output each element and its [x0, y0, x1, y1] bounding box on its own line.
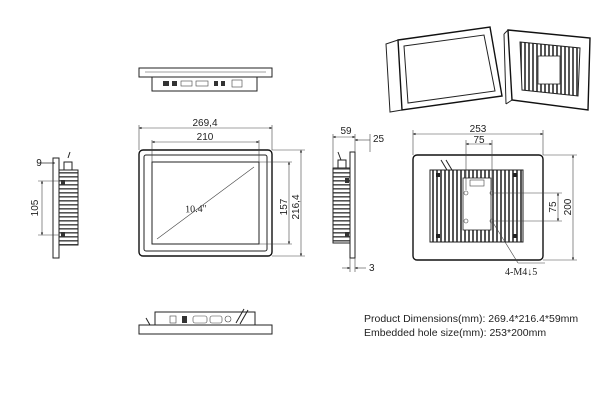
left-side-view: 9 105 [30, 151, 79, 259]
front-width-dim: 269,4 [192, 118, 217, 129]
side-depth-25-dim: 25 [373, 134, 385, 145]
rear-view: 253 75 75 200 4-M4↓5 [412, 124, 577, 278]
perspective-rear-view [503, 29, 591, 111]
right-side-view: 59 25 3 [332, 126, 385, 274]
side-depth-59-dim: 59 [340, 126, 352, 137]
front-inner-width-dim: 210 [197, 132, 214, 143]
side-bottom-3-dim: 3 [369, 263, 375, 274]
embedded-hole-size-text: Embedded hole size(mm): 253*200mm [364, 327, 547, 339]
perspective-front-view [385, 26, 503, 113]
rear-hole-75-horizontal-dim: 75 [473, 135, 485, 146]
bottom-view [138, 308, 273, 335]
front-height-157-dim: 157 [279, 198, 290, 215]
rear-screw-callout: 4-M4↓5 [505, 267, 537, 278]
side-left-105-dim: 105 [30, 199, 41, 216]
screen-size-label: 10.4" [185, 204, 207, 216]
product-dimensions-text: Product Dimensions(mm): 269.4*216.4*59mm [364, 313, 579, 325]
rear-hole-75-vertical-dim: 75 [548, 201, 559, 213]
front-view: 10.4" 269,4 210 157 216,4 [138, 118, 305, 257]
front-height-216-dim: 216,4 [291, 194, 302, 219]
rear-height-200-dim: 200 [563, 198, 574, 215]
top-view [138, 67, 273, 92]
rear-width-253-dim: 253 [470, 124, 487, 135]
side-left-9-dim: 9 [36, 158, 42, 169]
